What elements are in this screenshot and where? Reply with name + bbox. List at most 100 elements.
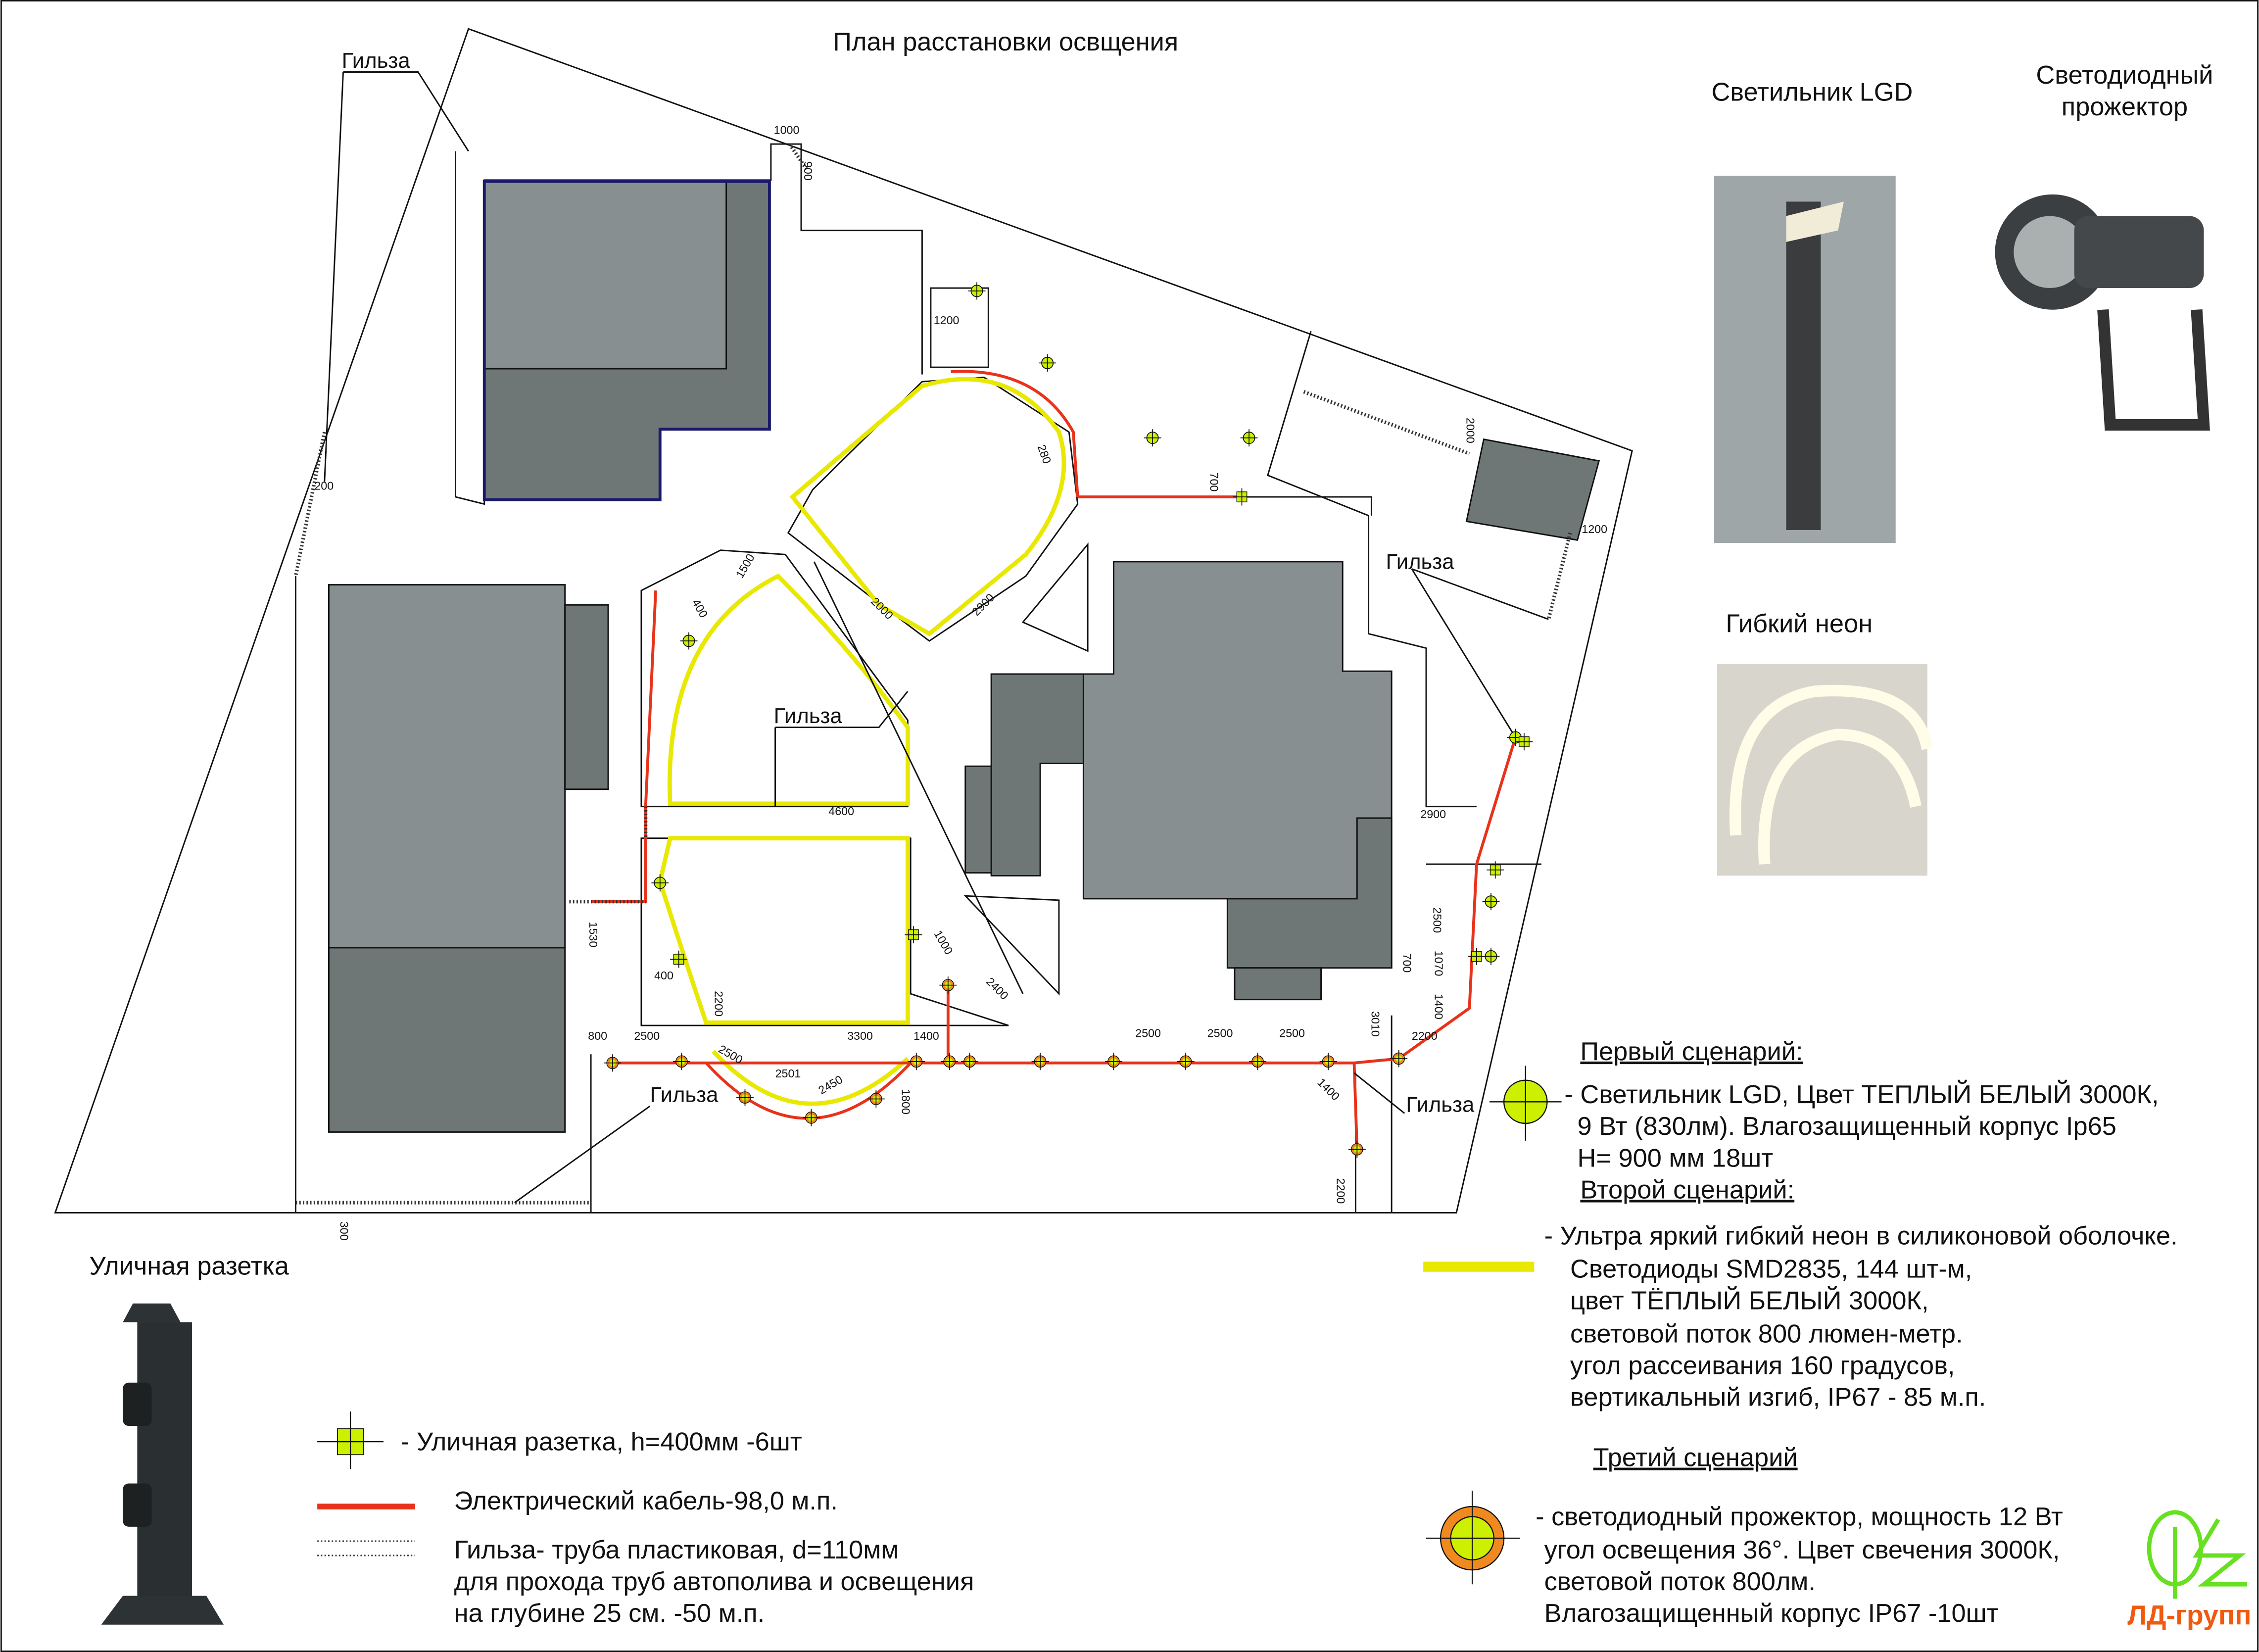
lgd-lamp-marker	[1240, 429, 1258, 447]
projector-marker	[867, 1090, 885, 1108]
scenario-3-line: световой поток 800лм.	[1544, 1567, 1816, 1596]
dimension-label: 2500	[1431, 907, 1444, 933]
neon-strip-1	[789, 377, 1066, 636]
scenario-1-line: 9 Вт (830лм). Влагозащищенный корпус Ip6…	[1578, 1112, 2116, 1141]
scenario-2-line: Светодиоды SMD2835, 144 шт-м,	[1570, 1255, 1972, 1283]
dimension-label: 900	[802, 161, 815, 181]
company-logo: ЛД-групп	[2127, 1510, 2251, 1631]
house-wing	[990, 673, 1084, 876]
sleeve-label: Гильза	[342, 49, 411, 73]
lgd-lamp-marker	[1144, 429, 1161, 447]
legend-socket: - Уличная разетка, h=400мм -6шт	[317, 1411, 802, 1469]
plan-title: План расстановки освщения	[833, 28, 1178, 56]
projector-symbol	[1426, 1491, 1520, 1585]
scenario-3-line: Влагозащищенный корпус IP67 -10шт	[1544, 1599, 1999, 1628]
dimension-label: 2000	[1464, 418, 1477, 443]
socket-marker	[670, 950, 688, 968]
neon-title: Гибкий неон	[1726, 610, 1873, 638]
dimension-label: 2500	[1135, 1026, 1161, 1039]
socket-title: Уличная разетка	[89, 1252, 289, 1281]
dimension-label: 3300	[847, 1029, 873, 1042]
scenario-2-line: вертикальный изгиб, IP67 - 85 м.п.	[1570, 1383, 1986, 1411]
building-garage-lower	[328, 947, 566, 1133]
projector-marker	[604, 1054, 622, 1072]
site-boundary	[54, 28, 1633, 1214]
sleeve-label: Гильза	[1406, 1093, 1475, 1117]
dimension-label: 1000	[774, 124, 800, 137]
dimension-label: 2200	[1412, 1029, 1438, 1042]
projector-title-2: прожектор	[2062, 93, 2188, 121]
logo-text: ЛД-групп	[2127, 1600, 2251, 1631]
lgd-lamp-marker	[1039, 354, 1057, 372]
neon-legend-swatch	[1423, 1262, 1535, 1272]
steps	[1234, 967, 1322, 1001]
socket-marker	[1487, 861, 1504, 879]
dimension-label: 400	[654, 969, 673, 982]
dimension-label: 300	[338, 1221, 351, 1241]
dimension-label: 1800	[900, 1089, 913, 1115]
plot-outline	[455, 143, 923, 505]
sleeve-label: Гильза	[1386, 550, 1455, 574]
scenario-1-title: Первый сценарий:	[1580, 1037, 1803, 1066]
scenario-3-line: - светодиодный прожектор, мощность 12 Вт	[1536, 1503, 2063, 1531]
projector-marker	[736, 1089, 754, 1107]
lgd-lamp-marker	[968, 282, 986, 300]
lgd-lamp-marker	[1482, 893, 1500, 911]
scenario-3-title: Третий сценарий	[1593, 1444, 1798, 1472]
dimension-label: 1400	[913, 1029, 939, 1042]
dimension-label: 2500	[634, 1029, 660, 1042]
bed-triangle-2	[963, 895, 1060, 996]
house-wing-2	[1226, 817, 1393, 969]
dimension-label: 1400	[1432, 994, 1445, 1020]
sleeve-label: Гильза	[774, 704, 843, 728]
lgd-lamp-image	[1714, 176, 1896, 543]
sleeve-pipes	[293, 143, 1572, 1205]
dimension-label: 2200	[712, 991, 725, 1017]
projector-marker	[1177, 1053, 1195, 1070]
scenario-2-line: угол рассеивания 160 градусов,	[1570, 1351, 1955, 1380]
socket-marker	[1515, 733, 1533, 751]
dimension-label: 1200	[934, 314, 960, 327]
lgd-lamp-marker	[680, 632, 698, 650]
neon-strip-4	[712, 1050, 910, 1106]
gazebo	[930, 287, 989, 368]
projector-marker	[1031, 1053, 1049, 1070]
projector-marker	[673, 1053, 690, 1070]
dimension-label: 1070	[1432, 951, 1445, 976]
flower-bed-2	[640, 549, 909, 808]
projector-marker	[1249, 1053, 1266, 1070]
dimension-label: 1530	[587, 922, 600, 948]
legend-cable-text: Электрический кабель-98,0 м.п.	[454, 1487, 838, 1515]
projector-marker	[1105, 1053, 1122, 1070]
scenario-2-line: световой поток 800 люмен-метр.	[1570, 1319, 1963, 1348]
building-annex-outline	[482, 180, 771, 501]
dimension-label: 2500	[1279, 1026, 1305, 1039]
projector-image	[1995, 194, 2210, 431]
lgd-lamp-marker	[651, 874, 669, 892]
scenario-2-title: Второй сценарий:	[1580, 1175, 1794, 1204]
neon-strip-2	[667, 573, 910, 806]
projector-title: Светодиодный	[2036, 61, 2213, 90]
dimension-label: 2500	[1207, 1026, 1233, 1039]
legend-socket-text: - Уличная разетка, h=400мм -6шт	[401, 1428, 802, 1457]
projector-marker	[802, 1109, 820, 1126]
lgd-lamp-symbol	[1490, 1066, 1562, 1141]
lgd-title: Светильник LGD	[1711, 78, 1913, 107]
neon-strip-3	[658, 836, 910, 1025]
electric-cable	[591, 370, 1517, 1150]
plot-line	[1267, 331, 1477, 808]
scenario-1-line: - Светильник LGD, Цвет ТЕПЛЫЙ БЕЛЫЙ 3000…	[1564, 1080, 2159, 1109]
projector-marker	[939, 976, 957, 994]
scenario-3-line: угол освещения 36°. Цвет свечения 3000К,	[1544, 1536, 2060, 1564]
neon-image	[1717, 664, 1933, 876]
dimension-label: 2900	[1420, 808, 1446, 821]
scenario-2-line: цвет ТЁПЛЫЙ БЕЛЫЙ 3000К,	[1570, 1286, 1929, 1315]
dimension-label: 700	[1400, 954, 1413, 973]
projector-marker	[1390, 1050, 1408, 1068]
projector-marker	[961, 1053, 978, 1070]
scenario-1-line: H= 900 мм 18шт	[1578, 1144, 1774, 1172]
dimension-label: 1200	[1582, 523, 1607, 535]
socket-marker	[1468, 947, 1486, 965]
legend-sleeve-text: Гильза- труба пластиковая, d=110мм	[454, 1536, 899, 1564]
projector-marker	[941, 1053, 959, 1070]
